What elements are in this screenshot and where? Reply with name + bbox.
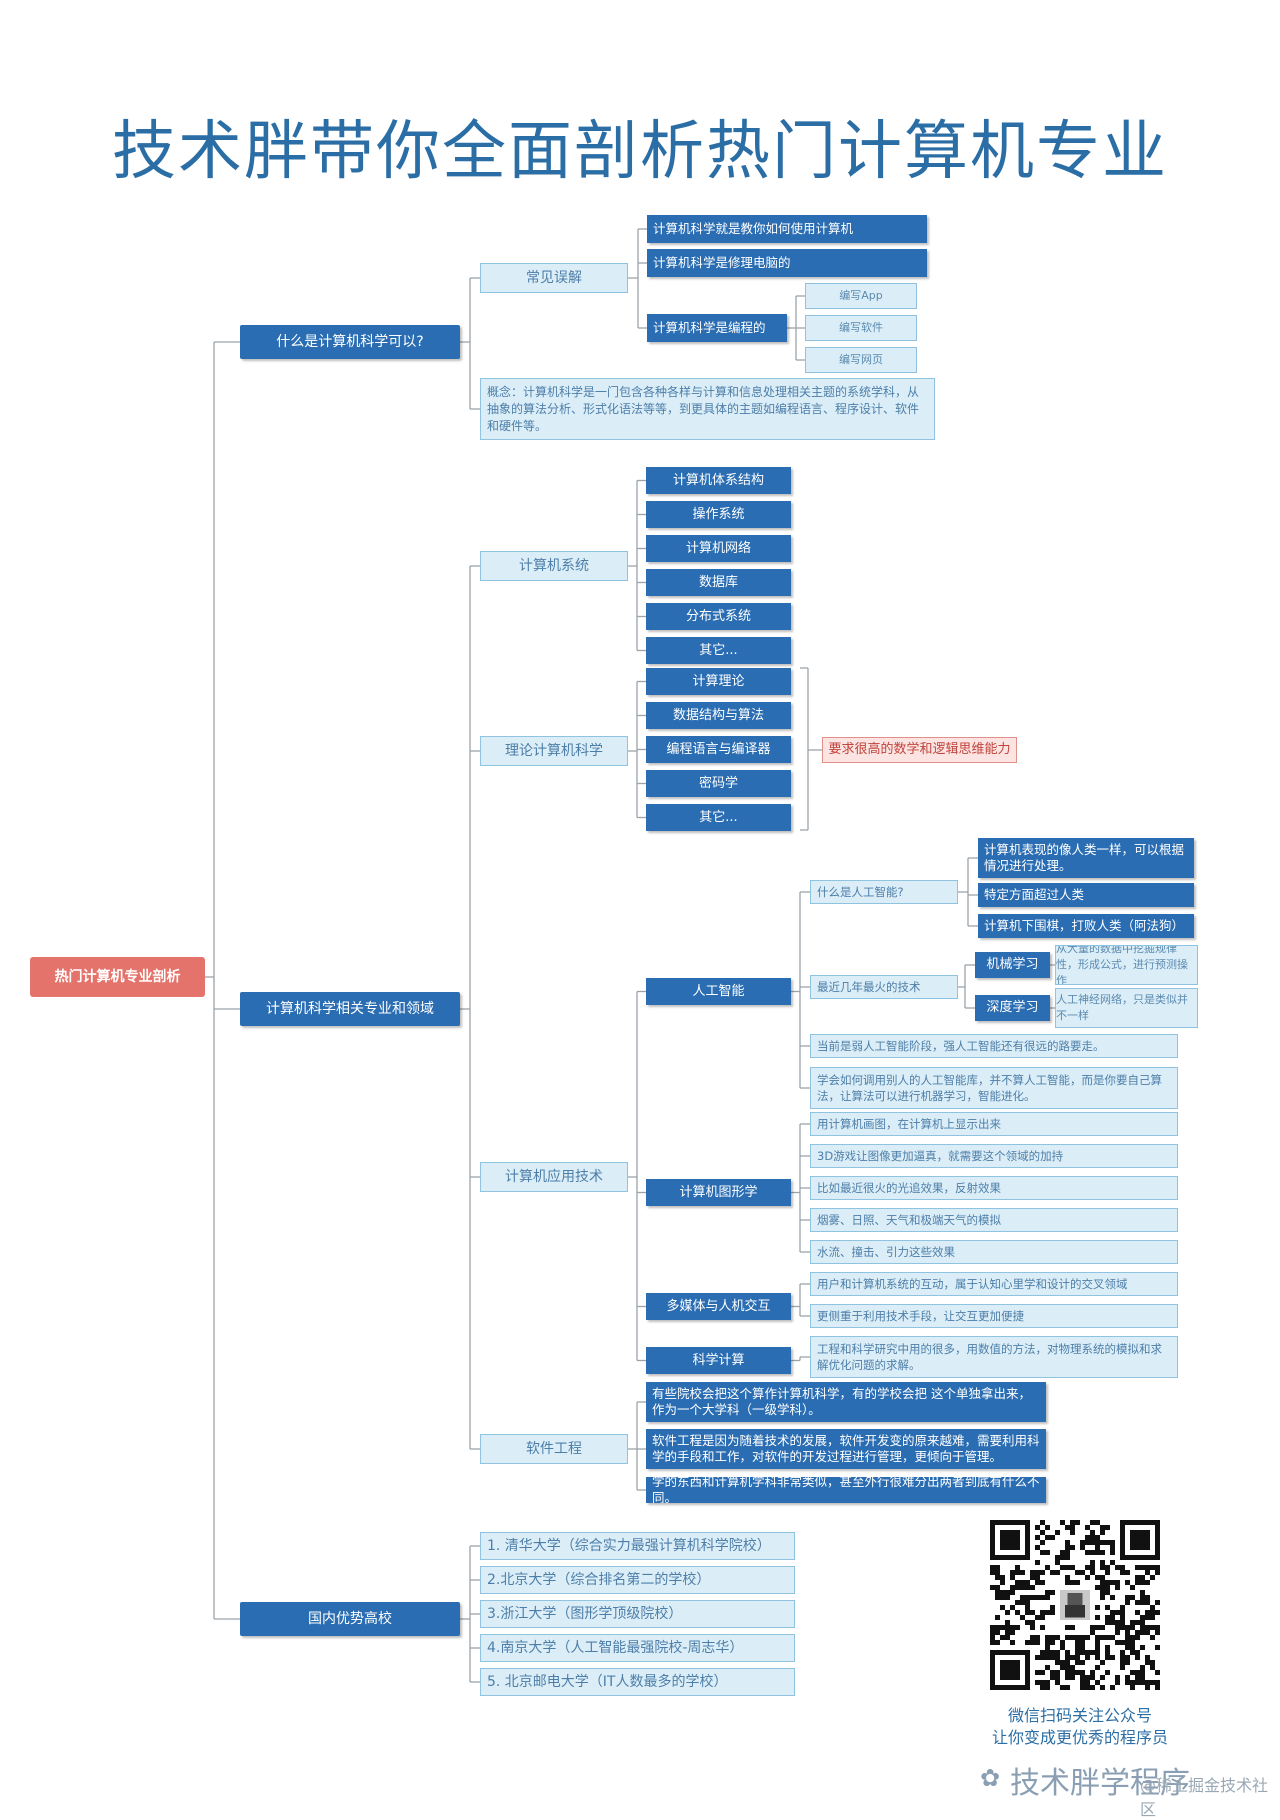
node-misc-2: 计算机科学是修理电脑的 bbox=[647, 249, 927, 277]
branch-what-is-cs: 什么是计算机科学可以? bbox=[240, 325, 460, 359]
node-ai-weak: 当前是弱人工智能阶段，强人工智能还有很远的路要走。 bbox=[810, 1034, 1178, 1058]
branch-universities: 国内优势高校 bbox=[240, 1602, 460, 1636]
node-software-eng: 软件工程 bbox=[480, 1434, 628, 1464]
node-hci-2: 更侧重于利用技术手段，让交互更加便捷 bbox=[810, 1304, 1178, 1328]
qr-caption-line-2: 让你变成更优秀的程序员 bbox=[991, 1728, 1168, 1747]
node-sci-1: 工程和科学研究中用的很多，用数值的方法，对物理系统的模拟和求解优化问题的求解。 bbox=[810, 1336, 1178, 1378]
node-hci: 多媒体与人机交互 bbox=[646, 1293, 791, 1320]
node-system-item: 操作系统 bbox=[646, 501, 791, 528]
node-misc-1: 计算机科学就是教你如何使用计算机 bbox=[647, 215, 927, 243]
node-computer-systems: 计算机系统 bbox=[480, 551, 628, 581]
node-graphics-item: 烟雾、日照、天气和极端天气的模拟 bbox=[810, 1208, 1178, 1232]
node-system-item: 分布式系统 bbox=[646, 603, 791, 630]
node-university-item: 2.北京大学（综合排名第二的学校） bbox=[480, 1566, 795, 1594]
node-system-item: 计算机体系结构 bbox=[646, 467, 791, 494]
node-theory: 理论计算机科学 bbox=[480, 736, 628, 766]
node-system-item: 其它... bbox=[646, 637, 791, 664]
node-theory-note: 要求很高的数学和逻辑思维能力 bbox=[822, 737, 1017, 763]
node-se-3: 学的东西和计算机学科非常类似，甚至外行很难分出两者到底有什么不同。 bbox=[646, 1477, 1046, 1503]
node-ai: 人工智能 bbox=[646, 978, 791, 1005]
node-university-item: 3.浙江大学（图形学顶级院校） bbox=[480, 1600, 795, 1628]
node-write-app: 编写App bbox=[805, 283, 917, 309]
root-node: 热门计算机专业剖析 bbox=[30, 957, 205, 997]
node-applied: 计算机应用技术 bbox=[480, 1162, 628, 1192]
watermark-sub-text: @稀土掘金技术社区 bbox=[1140, 1776, 1269, 1819]
qr-caption-line-1: 微信扫码关注公众号 bbox=[1007, 1706, 1152, 1725]
qr-code-icon bbox=[990, 1520, 1160, 1690]
node-deep-learning: 深度学习 bbox=[975, 995, 1050, 1021]
node-sci-compute: 科学计算 bbox=[646, 1347, 791, 1374]
node-theory-item: 其它... bbox=[646, 804, 791, 831]
node-hci-1: 用户和计算机系统的互动，属于认知心里学和设计的交叉领域 bbox=[810, 1272, 1178, 1296]
node-university-item: 4.南京大学（人工智能最强院校-周志华） bbox=[480, 1634, 795, 1662]
node-ai-hot: 最近几年最火的技术 bbox=[810, 975, 958, 999]
node-graphics-item: 3D游戏让图像更加逼真，就需要这个领域的加持 bbox=[810, 1144, 1178, 1168]
node-ml-desc: 从大量的数据中挖掘规律性，形成公式，进行预测操作 bbox=[1055, 945, 1198, 985]
node-misconceptions: 常见误解 bbox=[480, 263, 628, 293]
node-ai-what-3: 计算机下围棋，打败人类（阿法狗） bbox=[978, 914, 1194, 938]
node-write-software: 编写软件 bbox=[805, 315, 917, 341]
node-graphics: 计算机图形学 bbox=[646, 1179, 791, 1206]
node-graphics-item: 用计算机画图，在计算机上显示出来 bbox=[810, 1112, 1178, 1136]
page-title: 技术胖带你全面剖析热门计算机专业 bbox=[112, 115, 1168, 189]
node-se-2: 软件工程是因为随着技术的发展，软件开发变的原来越难，需要利用科学的手段和工作，对… bbox=[646, 1429, 1046, 1469]
node-ai-what: 什么是人工智能? bbox=[810, 880, 958, 904]
node-dl-desc: 人工神经网络，只是类似并不一样 bbox=[1055, 988, 1198, 1028]
node-misc-3: 计算机科学是编程的 bbox=[647, 314, 787, 342]
node-se-1: 有些院校会把这个算作计算机科学，有的学校会把 这个单独拿出来，作为一个大学科（一… bbox=[646, 1382, 1046, 1422]
node-system-item: 计算机网络 bbox=[646, 535, 791, 562]
node-theory-item: 密码学 bbox=[646, 770, 791, 797]
watermark-text: 技术胖学程序 bbox=[1010, 1766, 1190, 1801]
node-graphics-item: 比如最近很火的光追效果，反射效果 bbox=[810, 1176, 1178, 1200]
node-theory-item: 数据结构与算法 bbox=[646, 702, 791, 729]
node-ai-what-2: 特定方面超过人类 bbox=[978, 883, 1194, 907]
wechat-icon: ✿ bbox=[980, 1764, 1001, 1792]
node-graphics-item: 水流、撞击、引力这些效果 bbox=[810, 1240, 1178, 1264]
node-university-item: 5. 北京邮电大学（IT人数最多的学校） bbox=[480, 1668, 795, 1696]
node-write-web: 编写网页 bbox=[805, 347, 917, 373]
branch-fields: 计算机科学相关专业和领域 bbox=[240, 992, 460, 1026]
node-theory-item: 计算理论 bbox=[646, 668, 791, 695]
node-machine-learning: 机械学习 bbox=[975, 952, 1050, 978]
node-theory-item: 编程语言与编译器 bbox=[646, 736, 791, 763]
node-ai-what-1: 计算机表现的像人类一样，可以根据情况进行处理。 bbox=[978, 838, 1194, 878]
node-concept: 概念：计算机科学是一门包含各种各样与计算和信息处理相关主题的系统学科，从抽象的算… bbox=[480, 378, 935, 440]
node-system-item: 数据库 bbox=[646, 569, 791, 596]
node-university-item: 1. 清华大学（综合实力最强计算机科学院校） bbox=[480, 1532, 795, 1560]
node-ai-learn: 学会如何调用别人的人工智能库，并不算人工智能，而是你要自己算法，让算法可以进行机… bbox=[810, 1067, 1178, 1109]
